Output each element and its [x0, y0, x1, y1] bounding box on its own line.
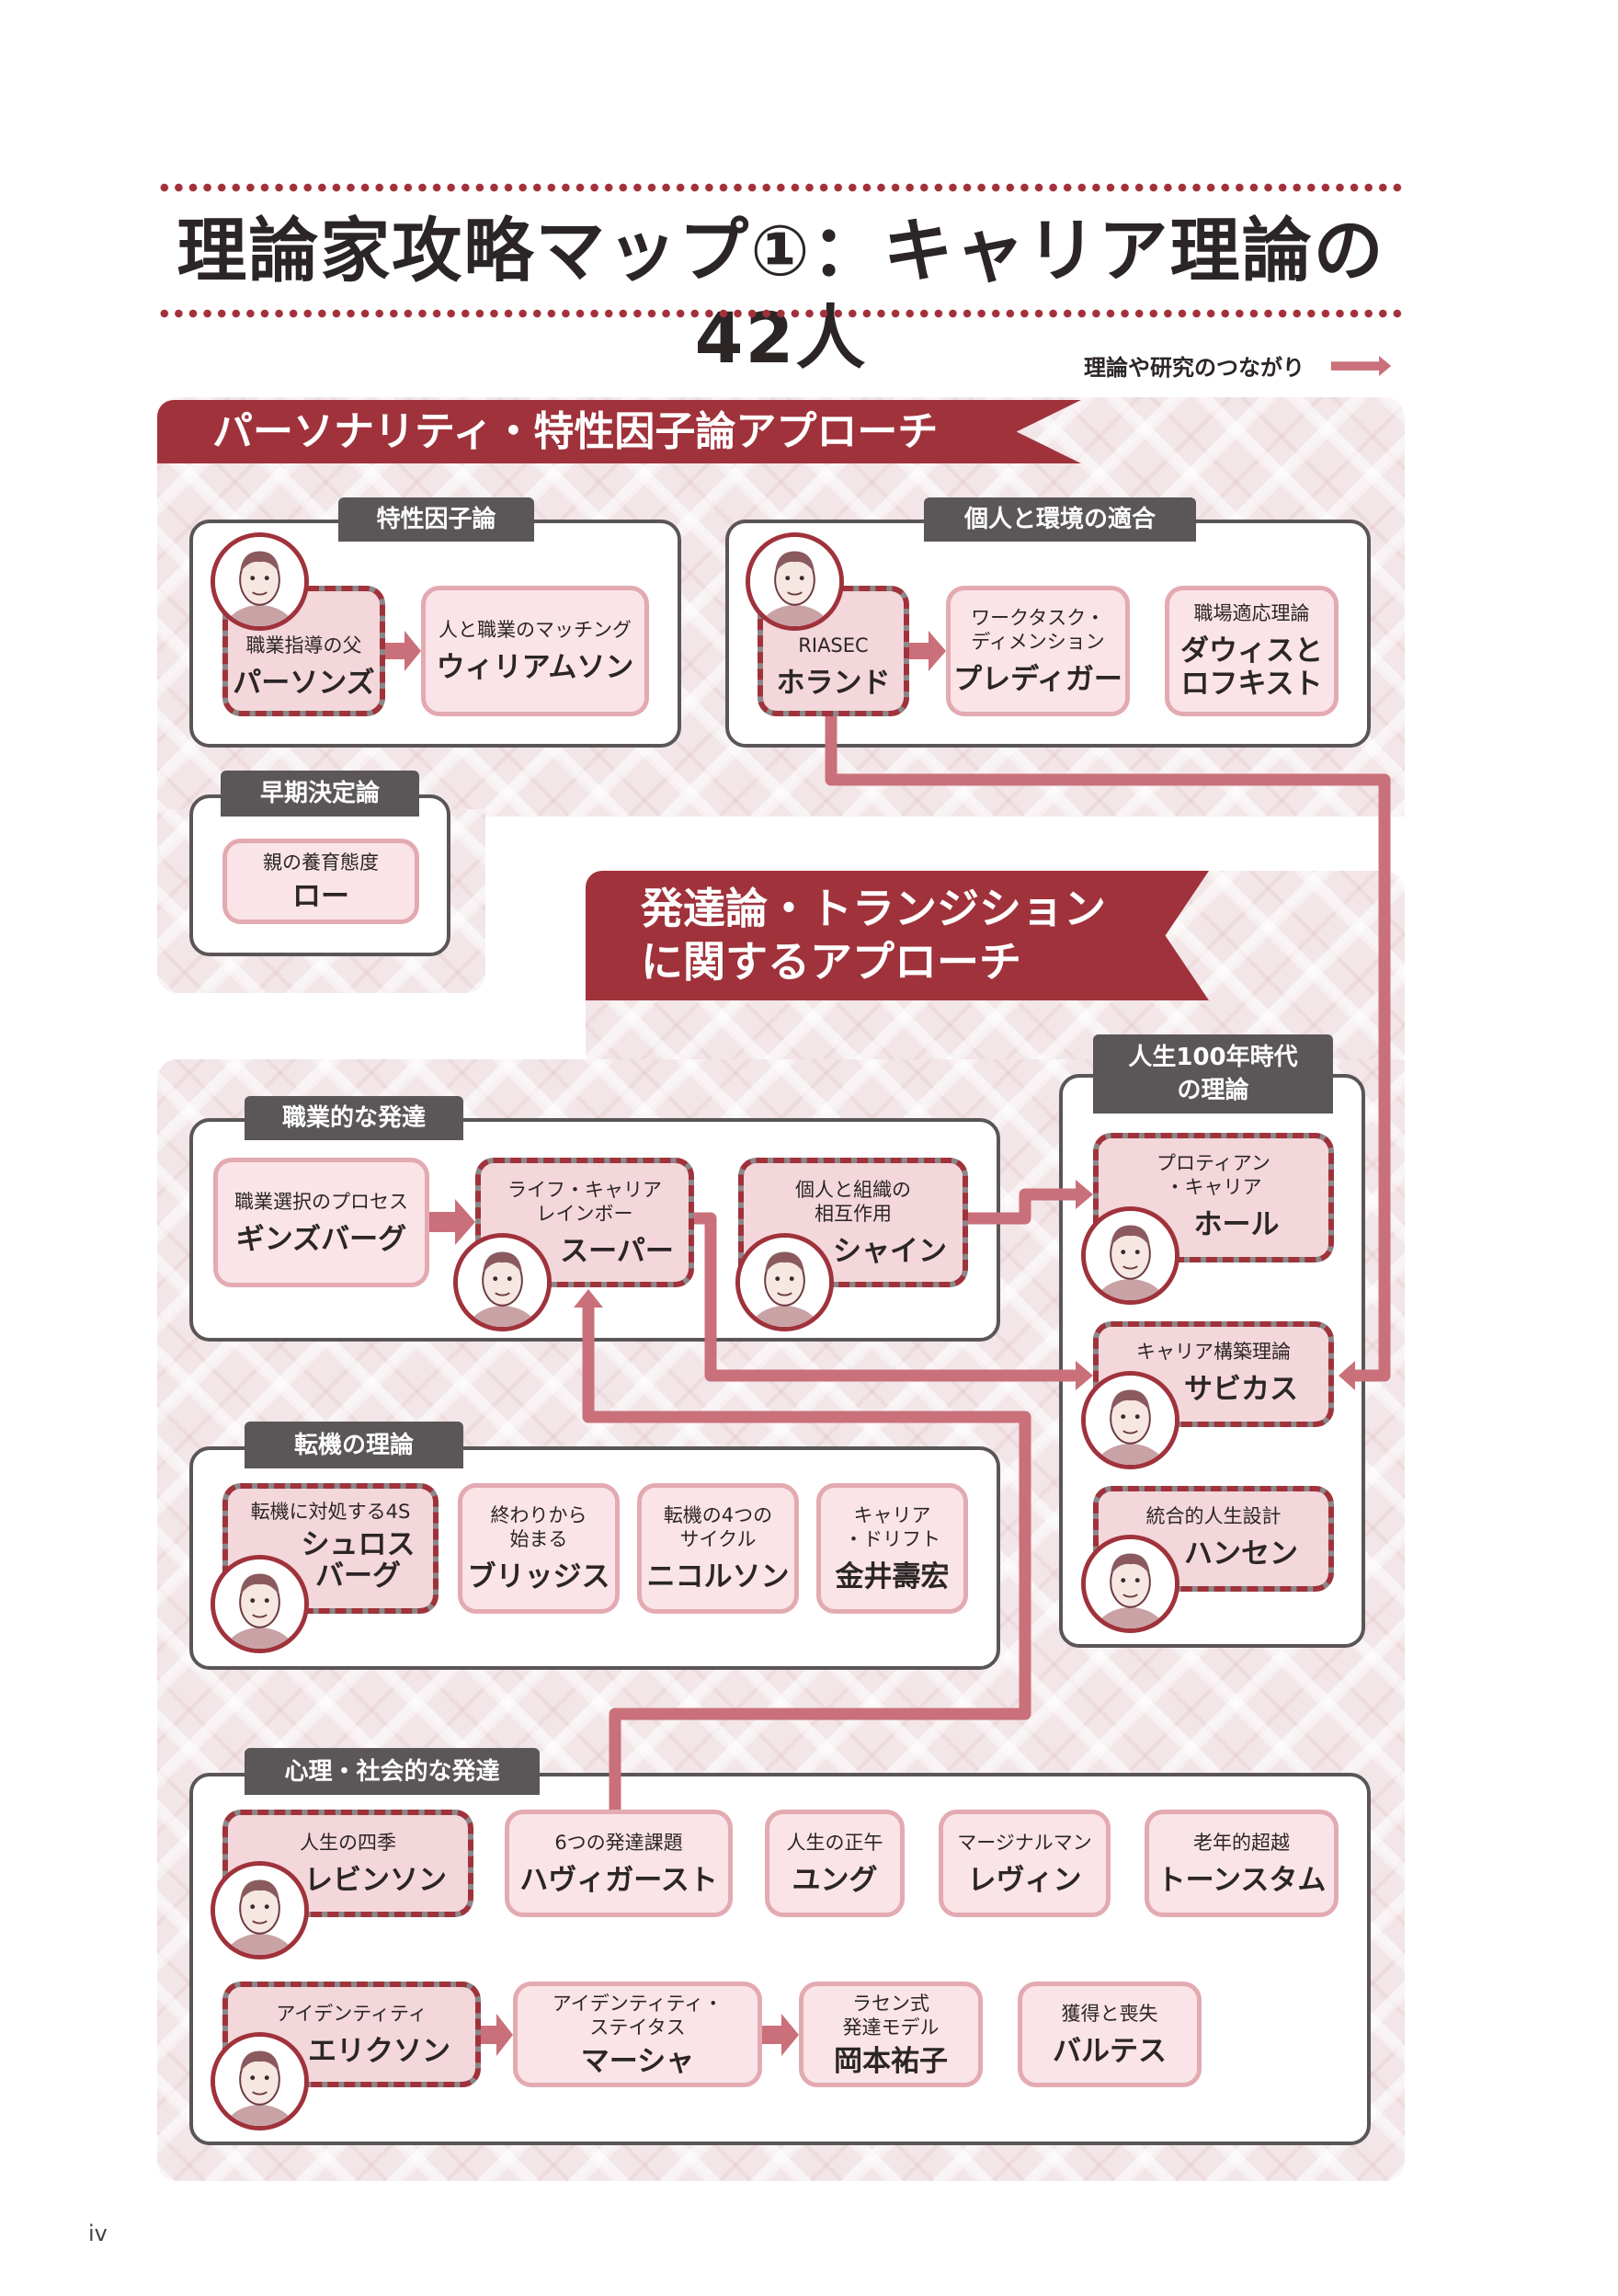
theorist-name: ウィリアムソン: [436, 651, 634, 684]
theorist-name: エリクソン: [308, 2034, 450, 2068]
theory-label: 職業指導の父: [245, 634, 362, 657]
portrait-super: [453, 1233, 552, 1331]
theory-label: キャリア構築理論: [1136, 1341, 1291, 1363]
theorist-name: ブリッジス: [467, 1560, 610, 1593]
theory-label: ラセン式 発達モデル: [842, 1992, 940, 2039]
theorist-card-dawis-lofquist[interactable]: 職場適応理論 ダウィスと ロフキスト: [1165, 586, 1339, 716]
theorist-name: マーシャ: [580, 2044, 695, 2078]
portrait-face-icon: [458, 1238, 547, 1327]
theory-label: アイデンティティ・ ステイタス: [552, 1992, 724, 2039]
theory-label: RIASEC: [798, 634, 869, 657]
theorist-name: シュロス バーグ: [301, 1528, 416, 1593]
theory-label: 人と職業のマッチング: [439, 619, 632, 641]
theory-label: 人生の正午: [786, 1831, 883, 1854]
portrait-face-icon: [215, 1866, 304, 1955]
theorist-name: ダウィスと ロフキスト: [1180, 634, 1323, 701]
section-banner-personality: パーソナリティ・特性因子論アプローチ: [157, 400, 1081, 463]
theory-label: 人生の四季: [300, 1831, 396, 1854]
theorist-name: ハンセン: [1184, 1537, 1298, 1571]
theorist-card-williamson[interactable]: 人と職業のマッチング ウィリアムソン: [421, 586, 649, 716]
theorist-card-nicholson[interactable]: 転機の4つの サイクル ニコルソン: [637, 1483, 799, 1614]
theory-label: 転機の4つの サイクル: [663, 1504, 773, 1550]
theory-label: ライフ・キャリア レインボー: [507, 1179, 662, 1225]
title-top-dotted-rule: [157, 183, 1405, 192]
portrait-face-icon: [215, 2037, 304, 2126]
portrait-hansen: [1081, 1535, 1179, 1633]
legend-label: 理論や研究のつながり: [1084, 355, 1305, 381]
theory-label: プロティアン ・キャリア: [1157, 1152, 1270, 1198]
theorist-card-tornstam[interactable]: 老年的超越 トーンスタム: [1145, 1810, 1339, 1917]
theory-label: アイデンティティ: [276, 2002, 427, 2025]
group-label-vocational-development: 職業的な発達: [245, 1096, 463, 1140]
theory-label: 老年的超越: [1193, 1831, 1290, 1854]
title-bottom-dotted-rule: [157, 309, 1405, 318]
theorist-card-bridges[interactable]: 終わりから 始まる ブリッジス: [458, 1483, 620, 1614]
group-label-psychosocial-development: 心理・社会的な発達: [245, 1748, 540, 1795]
theorist-card-ginzberg[interactable]: 職業選択のプロセス ギンズバーグ: [213, 1158, 429, 1287]
group-label-transition: 転機の理論: [245, 1422, 463, 1468]
theory-label: 職場適応理論: [1193, 602, 1310, 624]
theory-label: 6つの発達課題: [554, 1831, 683, 1854]
theorist-name: 岡本祐子: [834, 2044, 948, 2078]
theorist-card-marcia[interactable]: アイデンティティ・ ステイタス マーシャ: [513, 1982, 762, 2087]
theory-label: 職業選択のプロセス: [234, 1190, 408, 1213]
theorist-card-okamoto[interactable]: ラセン式 発達モデル 岡本祐子: [799, 1982, 983, 2087]
group-label-early-decision: 早期決定論: [221, 771, 419, 817]
theorist-name: ギンズバーグ: [235, 1222, 407, 1256]
theory-label: 転機に対処する4S: [250, 1501, 411, 1523]
group-label-person-environment-fit: 個人と環境の適合: [924, 497, 1196, 542]
portrait-schein: [735, 1233, 834, 1331]
legend: 理論や研究のつながり: [1084, 349, 1405, 382]
group-label-100-year-life: 人生100年時代 の理論: [1093, 1034, 1333, 1114]
theorist-name: 金井壽宏: [835, 1560, 950, 1593]
portrait-face-icon: [215, 1559, 304, 1649]
theorist-name: ロー: [292, 879, 349, 913]
portrait-face-icon: [215, 537, 304, 626]
theorist-card-kanai[interactable]: キャリア ・ドリフト 金井壽宏: [816, 1483, 968, 1614]
theorist-name: ハヴィガースト: [519, 1863, 718, 1897]
theorist-card-havighurst[interactable]: 6つの発達課題 ハヴィガースト: [505, 1810, 733, 1917]
theorist-card-baltes[interactable]: 獲得と喪失 バルテス: [1018, 1982, 1202, 2087]
portrait-hall: [1081, 1206, 1179, 1305]
theorist-name: バルテス: [1053, 2034, 1167, 2068]
theorist-name: ニコルソン: [646, 1560, 790, 1593]
page-number: iv: [88, 2221, 108, 2246]
portrait-face-icon: [1086, 1211, 1175, 1300]
theorist-name: ユング: [792, 1863, 878, 1897]
portrait-face-icon: [750, 537, 839, 626]
theorist-name: スーパー: [560, 1235, 674, 1268]
portrait-levinson: [211, 1861, 309, 1959]
theory-label: マージナルマン: [957, 1831, 1092, 1854]
portrait-schlossberg: [211, 1555, 309, 1653]
portrait-face-icon: [740, 1238, 829, 1327]
theorist-card-prediger[interactable]: ワークタスク・ ディメンション プレディガー: [946, 586, 1130, 716]
theorist-name: レビンソン: [304, 1863, 447, 1897]
theorist-card-roe[interactable]: 親の養育態度 ロー: [222, 839, 419, 924]
portrait-erikson: [211, 2032, 309, 2130]
theory-label: 統合的人生設計: [1145, 1505, 1282, 1527]
theory-label: 個人と組織の 相互作用: [795, 1179, 911, 1225]
theory-label: 獲得と喪失: [1061, 2002, 1158, 2025]
portrait-face-icon: [1086, 1376, 1175, 1465]
theorist-card-jung[interactable]: 人生の正午 ユング: [765, 1810, 905, 1917]
theorist-name: トーンスタム: [1157, 1863, 1327, 1897]
theory-label: キャリア ・ドリフト: [844, 1504, 940, 1550]
theorist-card-lewin[interactable]: マージナルマン レヴィン: [939, 1810, 1111, 1917]
group-label-trait-factor: 特性因子論: [338, 497, 534, 542]
portrait-parsons: [211, 532, 309, 631]
theorist-card-parsons[interactable]: 職業指導の父 パーソンズ: [222, 586, 385, 716]
theory-label: 終わりから 始まる: [490, 1504, 587, 1550]
theory-label: ワークタスク・ ディメンション: [971, 607, 1105, 653]
theorist-name: ホランド: [776, 667, 891, 700]
connection-arrow-icon: [1330, 355, 1392, 376]
theorist-card-schlossberg[interactable]: 転機に対処する4S シュロス バーグ: [222, 1483, 439, 1614]
theorist-name: パーソンズ: [233, 667, 375, 700]
theorist-name: レヴィン: [967, 1863, 1082, 1897]
portrait-face-icon: [1086, 1539, 1175, 1628]
theorist-name: プレディガー: [953, 663, 1122, 696]
theory-label: 親の養育態度: [263, 851, 379, 874]
section-banner-development: 発達論・トランジション に関するアプローチ: [586, 871, 1209, 1000]
portrait-savickas: [1081, 1371, 1179, 1469]
portrait-holland: [746, 532, 844, 631]
